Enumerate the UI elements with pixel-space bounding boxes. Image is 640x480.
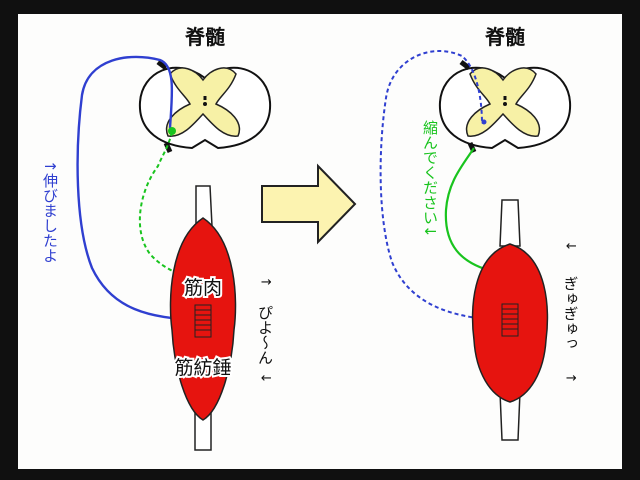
right-contract-note: 縮んでください↓ xyxy=(421,120,439,238)
right-arrow-down: ↓ xyxy=(563,241,578,252)
left-arrow-up: ↑ xyxy=(258,277,273,288)
left-arrow-down: ↓ xyxy=(258,373,273,384)
left-dorsal-root xyxy=(156,60,168,70)
left-sensory-nerve xyxy=(76,55,199,322)
left-muscle xyxy=(169,185,237,451)
left-spinal-cord-section xyxy=(138,66,272,150)
left-spinal-cord-label: 脊髄 xyxy=(184,25,225,49)
left-gray-matter xyxy=(165,67,241,137)
right-muscle xyxy=(471,199,549,441)
left-motor-nerve xyxy=(138,131,187,283)
left-stretched-note: ↑伸びましたよ xyxy=(41,160,59,263)
left-motor-neuron xyxy=(168,127,176,135)
left-stretch-sound: ぴよ～ん xyxy=(256,305,274,365)
right-motor-nerve xyxy=(444,147,489,272)
right-sensory-ending xyxy=(481,119,487,125)
transition-arrow xyxy=(261,163,357,245)
left-spindle-label: 筋紡錘 xyxy=(174,357,231,379)
right-contract-sound: ぎゅぎゅっ xyxy=(561,276,579,351)
right-arrow-up: ↑ xyxy=(563,373,578,384)
left-ventral-root xyxy=(163,141,173,154)
left-panel: 脊髄 xyxy=(41,25,274,451)
left-muscle-label: 筋肉 xyxy=(184,277,222,299)
right-dorsal-root xyxy=(459,60,471,70)
right-panel: 脊髄 縮んでくださ xyxy=(379,25,579,441)
right-spinal-cord-label: 脊髄 xyxy=(484,25,525,49)
right-muscle-spindle xyxy=(501,303,519,337)
left-muscle-spindle xyxy=(194,304,212,338)
right-gray-matter xyxy=(465,67,541,137)
right-spinal-cord-section xyxy=(438,66,572,150)
right-sensory-nerve xyxy=(379,50,501,321)
